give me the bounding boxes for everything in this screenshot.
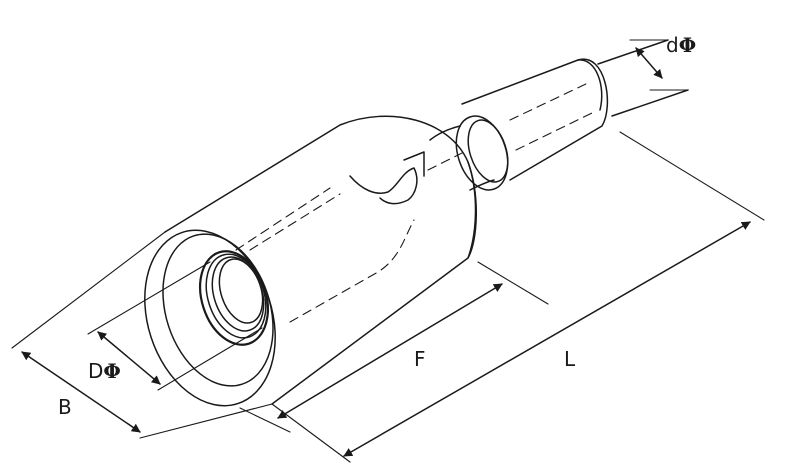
collar-ring-inner	[467, 119, 509, 183]
crimp-detail	[349, 167, 418, 205]
dim-d-wire-arrow	[635, 47, 663, 79]
hidden-barrel-bottom	[289, 219, 415, 323]
sleeve-inner-rim	[162, 233, 274, 387]
dim-b-arrow	[21, 351, 141, 433]
pin-hidden-bottom	[515, 111, 595, 151]
collar-ring-outer	[455, 115, 509, 191]
label-d-wire: dΦ	[666, 33, 696, 57]
ext-d-top	[87, 261, 211, 335]
phi-symbol: Φ	[679, 33, 696, 57]
label-f: F	[414, 347, 426, 371]
wire-top	[597, 39, 669, 65]
ext-f-front	[239, 407, 291, 433]
crimp-tab	[403, 151, 425, 177]
label-d-inner-prefix: D	[88, 359, 103, 383]
pin-tube-end	[577, 59, 603, 111]
hidden-barrel-top	[235, 187, 331, 251]
barrel-ring-1	[199, 250, 269, 346]
label-b: B	[58, 395, 72, 419]
dim-l-arrow	[343, 221, 751, 457]
sleeve-top-edge	[164, 115, 477, 405]
neck-hidden	[427, 149, 469, 171]
ext-b-bottom	[139, 403, 273, 439]
pin-hidden-top	[509, 81, 591, 121]
ext-f-rear	[477, 261, 549, 305]
neck-top	[429, 125, 461, 141]
label-d-inner: DΦ	[88, 359, 121, 383]
barrel-ring-2	[205, 253, 267, 339]
label-d-wire-prefix: d	[666, 33, 679, 57]
sleeve-outer-rim	[144, 229, 276, 407]
label-l: L	[564, 347, 576, 371]
barrel-ring-4	[218, 258, 264, 324]
hidden-barrel-upper	[249, 193, 341, 251]
phi-symbol: Φ	[103, 359, 120, 383]
ext-b-top	[11, 231, 166, 349]
ext-l-rear	[619, 131, 765, 221]
dim-d-arrow	[97, 331, 161, 385]
neck-bottom	[469, 179, 495, 191]
ext-d-bottom	[157, 327, 263, 391]
ext-l-front	[271, 403, 351, 463]
sleeve-rear-dome	[467, 161, 477, 259]
dimension-arrows	[21, 47, 751, 457]
dim-f-arrow	[277, 283, 503, 419]
dimension-labels: B F L DΦ dΦ	[58, 33, 696, 419]
terminal-body	[144, 39, 689, 407]
wire-bottom	[611, 89, 689, 117]
